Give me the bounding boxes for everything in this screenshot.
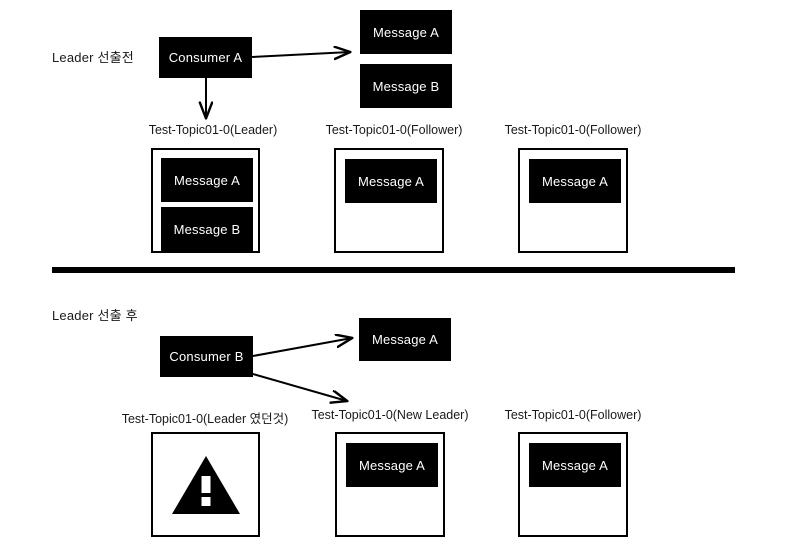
partition-top-leader-message-a-label: Message A xyxy=(173,172,241,188)
partition-label-bottom-old-leader: Test-Topic01-0(Leader 였던것) xyxy=(121,412,289,426)
partition-top-leader-message-a[interactable]: Message A xyxy=(161,158,253,202)
partition-top-follower-1-message-a[interactable]: Message A xyxy=(345,159,437,203)
partition-label-bottom-new-leader: Test-Topic01-0(New Leader) xyxy=(311,408,469,422)
section-divider xyxy=(52,267,735,273)
warning-triangle-icon xyxy=(171,455,240,514)
arrow-consumer-b-to-new-leader xyxy=(252,373,347,401)
section-label-top: Leader 선출전 xyxy=(52,50,134,65)
partition-label-top-follower-2: Test-Topic01-0(Follower) xyxy=(504,123,642,137)
section-label-bottom: Leader 선출 후 xyxy=(52,308,138,323)
consumed-message-a-bottom[interactable]: Message A xyxy=(359,318,451,361)
consumer-b-label: Consumer B xyxy=(169,349,244,364)
partition-top-leader-message-b-label: Message B xyxy=(173,221,241,237)
partition-bottom-new-leader-message-a[interactable]: Message A xyxy=(346,443,438,487)
partition-bottom-follower-message-a[interactable]: Message A xyxy=(529,443,621,487)
consumed-message-b-top-label: Message B xyxy=(372,78,440,94)
partition-top-leader-message-b[interactable]: Message B xyxy=(161,207,253,251)
partition-label-bottom-follower: Test-Topic01-0(Follower) xyxy=(504,408,642,422)
partition-bottom-old-leader xyxy=(151,432,260,537)
partition-top-follower-1-message-a-label: Message A xyxy=(357,173,425,189)
consumed-message-b-top[interactable]: Message B xyxy=(360,64,452,108)
partition-top-leader: Message A Message B xyxy=(151,148,260,253)
partition-top-follower-2-message-a[interactable]: Message A xyxy=(529,159,621,203)
partition-bottom-new-leader: Message A xyxy=(335,432,445,537)
consumer-b-block[interactable]: Consumer B xyxy=(160,336,253,377)
partition-top-follower-1: Message A xyxy=(334,148,444,253)
consumed-message-a-top[interactable]: Message A xyxy=(360,10,452,54)
partition-top-follower-2: Message A xyxy=(518,148,628,253)
consumed-message-a-top-label: Message A xyxy=(372,24,440,40)
consumer-a-block[interactable]: Consumer A xyxy=(159,37,252,78)
partition-bottom-follower-message-a-label: Message A xyxy=(541,457,609,473)
consumer-a-label: Consumer A xyxy=(168,50,243,65)
partition-bottom-new-leader-message-a-label: Message A xyxy=(358,457,426,473)
partition-label-top-leader: Test-Topic01-0(Leader) xyxy=(148,123,278,137)
partition-label-top-follower-1: Test-Topic01-0(Follower) xyxy=(325,123,463,137)
partition-bottom-follower: Message A xyxy=(518,432,628,537)
arrow-consumer-b-to-message-a xyxy=(252,338,352,357)
partition-top-follower-2-message-a-label: Message A xyxy=(541,173,609,189)
consumed-message-a-bottom-label: Message A xyxy=(371,332,439,347)
arrow-consumer-a-to-message-a xyxy=(251,52,350,57)
